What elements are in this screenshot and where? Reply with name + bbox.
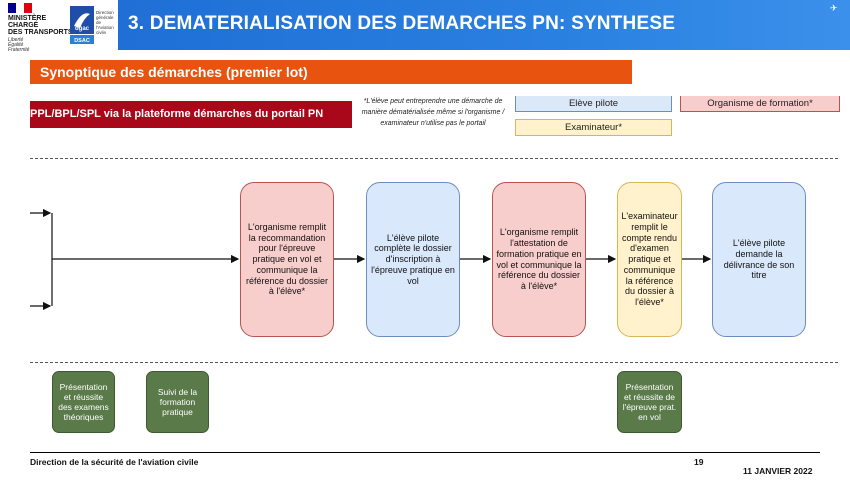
subtitle: Synoptique des démarches (premier lot) — [40, 64, 308, 80]
footer-organization: Direction de la sécurité de l'aviation c… — [30, 457, 199, 467]
slide-title: 3. DEMATERIALISATION DES DEMARCHES PN: S… — [128, 13, 676, 34]
milestone-formation-pratique: Suivi de la formation pratique — [146, 371, 209, 433]
republic-flag-icon — [8, 3, 32, 13]
dashed-divider-top — [30, 158, 838, 159]
milestone-epreuve-pratique: Présentation et réussite de l'épreuve pr… — [617, 371, 682, 433]
step-eleve-delivrance: L'élève pilote demande la délivrance de … — [712, 182, 806, 337]
dgac-logo-icon: dgac DSAC — [70, 6, 94, 44]
step-organisme-attestation: L'organisme remplit l'attestation de for… — [492, 182, 586, 337]
step-examinateur-compte-rendu: L'examinateur remplit le compte rendu d'… — [617, 182, 682, 337]
legend-examinateur: Examinateur* — [515, 119, 672, 136]
svg-text:DSAC: DSAC — [74, 38, 90, 44]
milestone-examens-theoriques: Présentation et réussite des examens thé… — [52, 371, 115, 433]
process-label-bar — [30, 101, 352, 128]
footer-date: 11 JANVIER 2022 — [743, 466, 813, 476]
step-eleve-inscription: L'élève pilote complète le dossier d'ins… — [366, 182, 460, 337]
svg-text:dgac: dgac — [75, 26, 90, 32]
footnote: *L'élève peut entreprendre une démarche … — [361, 98, 505, 127]
legend-eleve-pilote: Elève pilote — [515, 96, 672, 112]
legend-organisme-formation: Organisme de formation* — [680, 96, 840, 112]
logo-area: MINISTÈRE CHARGÉ DES TRANSPORTS Liberté … — [0, 0, 118, 53]
corner-logo-icon: ✈ — [830, 3, 838, 13]
subtitle-bar — [30, 60, 632, 84]
title-banner — [118, 0, 850, 50]
ministry-logo-text: MINISTÈRE CHARGÉ DES TRANSPORTS Liberté … — [8, 15, 73, 53]
dgac-caption: Direction générale de l'Aviation civile — [96, 10, 114, 35]
dashed-divider-bottom — [30, 362, 838, 363]
footer-divider — [30, 452, 820, 453]
page-number: 19 — [694, 457, 704, 467]
process-label: PPL/BPL/SPL via la plateforme démarches … — [30, 108, 324, 120]
step-organisme-recommandation: L'organisme remplit la recommandation po… — [240, 182, 334, 337]
